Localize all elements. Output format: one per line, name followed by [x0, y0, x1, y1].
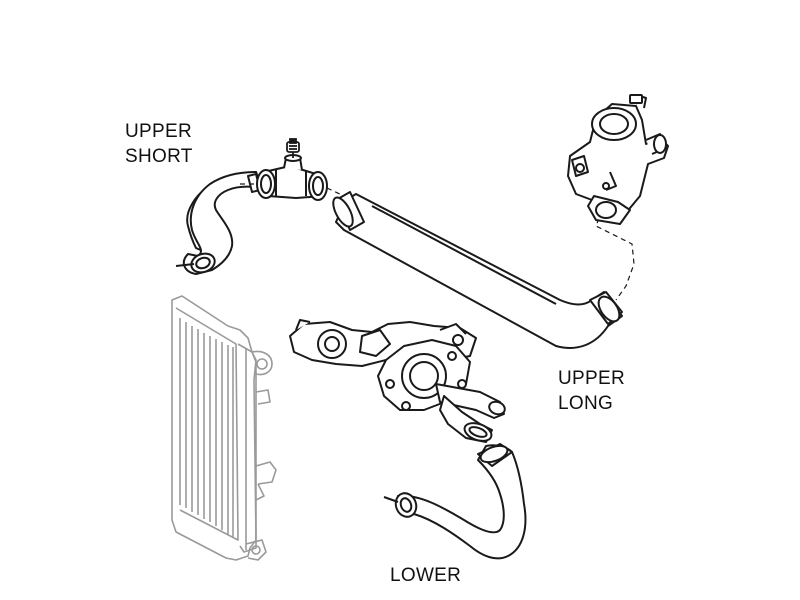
label-lower-line-1: LOWER — [390, 565, 462, 586]
bleed-screw — [286, 138, 300, 158]
label-upper-long: UPPER LONG — [558, 366, 625, 416]
label-upper-long-line-1: UPPER — [558, 368, 625, 389]
label-upper-short-line-1: UPPER — [125, 121, 192, 142]
water-pump — [289, 319, 506, 443]
upper-long-hose — [332, 191, 623, 349]
radiator — [171, 295, 277, 561]
lower-hose — [383, 443, 527, 560]
label-lower: LOWER — [390, 563, 461, 588]
upper-short-hose — [175, 171, 263, 275]
label-upper-short: UPPER SHORT — [125, 119, 193, 169]
label-upper-long-line-2: LONG — [558, 393, 614, 414]
assembly-leader-lines — [240, 183, 635, 301]
thermostat-housing — [567, 94, 669, 225]
label-upper-short-line-2: SHORT — [125, 146, 193, 167]
three-way-connector — [256, 154, 328, 201]
